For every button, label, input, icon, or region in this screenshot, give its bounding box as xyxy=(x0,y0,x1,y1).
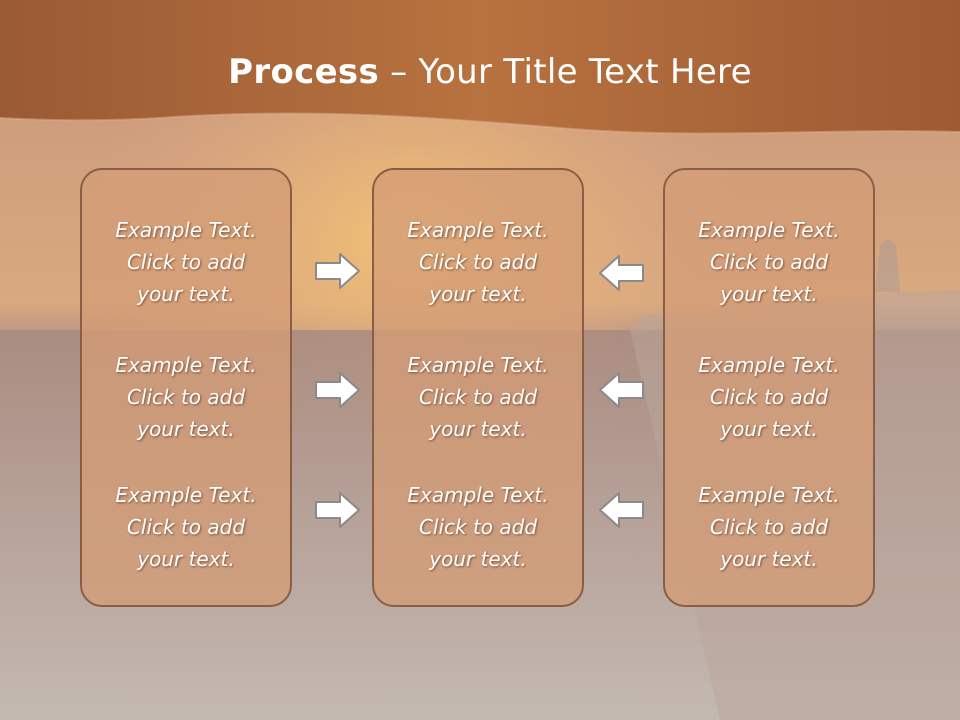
left-arrow-icon xyxy=(599,372,644,408)
text-placeholder[interactable]: Example Text. Click to add your text. xyxy=(698,353,840,441)
text-placeholder[interactable]: Example Text. Click to add your text. xyxy=(115,353,257,441)
right-arrow-icon xyxy=(315,492,360,528)
title-bold: Process xyxy=(228,52,380,92)
right-arrow-icon xyxy=(315,253,360,289)
text-placeholder[interactable]: Example Text. Click to add your text. xyxy=(407,353,549,441)
slide-title: Process – Your Title Text Here xyxy=(0,52,960,92)
text-placeholder[interactable]: Example Text. Click to add your text. xyxy=(115,218,257,306)
text-placeholder[interactable]: Example Text. Click to add your text. xyxy=(407,218,549,306)
text-placeholder[interactable]: Example Text. Click to add your text. xyxy=(698,218,840,306)
right-arrow-icon xyxy=(315,372,360,408)
process-box-left[interactable]: Example Text. Click to add your text. Ex… xyxy=(80,168,292,607)
left-arrow-icon xyxy=(599,492,644,528)
text-placeholder[interactable]: Example Text. Click to add your text. xyxy=(698,483,840,571)
text-placeholder[interactable]: Example Text. Click to add your text. xyxy=(407,483,549,571)
left-arrow-icon xyxy=(599,255,644,291)
text-placeholder[interactable]: Example Text. Click to add your text. xyxy=(115,483,257,571)
title-rest: – Your Title Text Here xyxy=(379,52,752,92)
process-box-right[interactable]: Example Text. Click to add your text. Ex… xyxy=(663,168,875,607)
process-box-center[interactable]: Example Text. Click to add your text. Ex… xyxy=(372,168,584,607)
